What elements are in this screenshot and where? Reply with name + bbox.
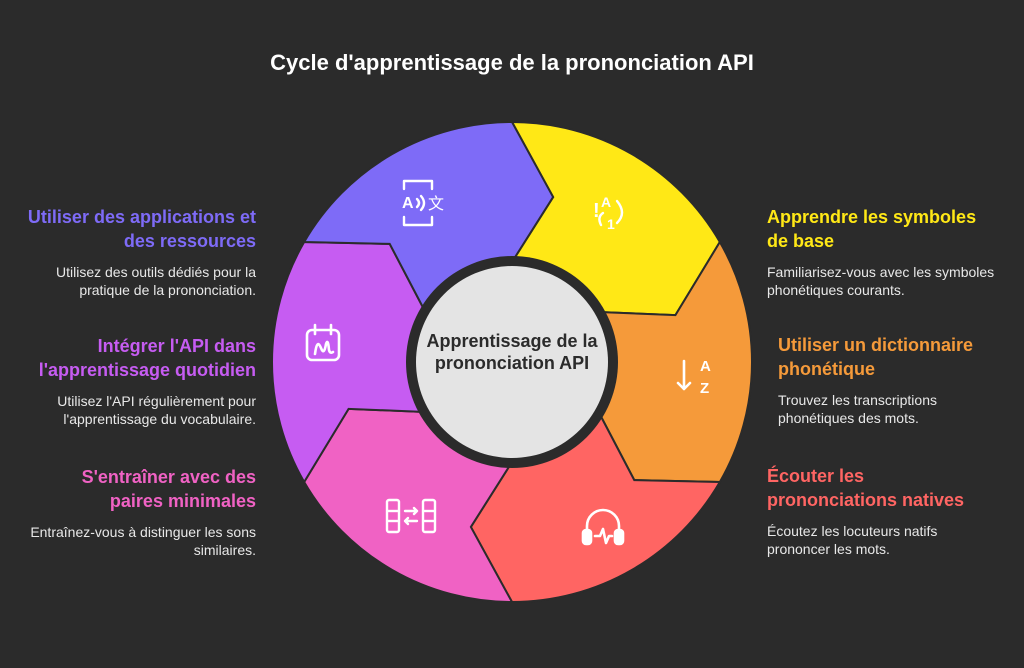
svg-text:A: A [601,194,611,210]
step-symbols-title: Apprendre les symboles de base [767,207,977,251]
step-listen-title: Écouter les prononciations natives [767,466,965,510]
step-listen: Écouter les prononciations natives Écout… [767,464,997,558]
hub-label: Apprentissage de la prononciation API [426,331,598,373]
step-dictionary: Utiliser un dictionnaire phonétique Trou… [778,333,1008,427]
svg-text:!: ! [593,200,600,222]
step-dictionary-title: Utiliser un dictionnaire phonétique [778,335,974,379]
svg-text:Z: Z [700,380,709,397]
step-listen-desc: Écoutez les locuteurs natifs prononcer l… [767,523,938,557]
svg-text:文: 文 [428,194,444,213]
exclamation-a1-icon: ! A 1 [593,194,624,232]
calendar-signature-icon [305,323,341,362]
svg-text:A: A [402,195,414,212]
film-compare-icon [385,498,437,534]
step-apps-title: Utiliser des applications et des ressour… [27,207,256,251]
step-daily-desc: Utilisez l'API régulièrement pour l'appr… [57,393,256,427]
step-apps-desc: Utilisez des outils dédiés pour la prati… [56,264,256,298]
step-pairs: S'entraîner avec des paires minimales En… [26,465,256,559]
sort-a-z-icon: A Z [676,358,711,397]
phone-translate-icon: A 文 [402,179,444,227]
step-symbols: Apprendre les symboles de base Familiari… [767,205,997,299]
step-daily: Intégrer l'API dans l'apprentissage quot… [26,334,256,428]
step-apps: Utiliser des applications et des ressour… [26,205,256,299]
step-pairs-desc: Entraînez-vous à distinguer les sons sim… [30,524,256,558]
svg-text:A: A [700,358,711,375]
diagram-title: Cycle d'apprentissage de la prononciatio… [270,50,754,75]
step-daily-title: Intégrer l'API dans l'apprentissage quot… [38,336,256,380]
headphones-icon [581,508,625,546]
step-symbols-desc: Familiarisez-vous avec les symboles phon… [767,264,995,298]
step-dictionary-desc: Trouvez les transcriptions phonétiques d… [778,392,937,426]
hub-circle [416,266,608,458]
step-pairs-title: S'entraîner avec des paires minimales [81,467,256,511]
svg-text:1: 1 [607,216,615,232]
